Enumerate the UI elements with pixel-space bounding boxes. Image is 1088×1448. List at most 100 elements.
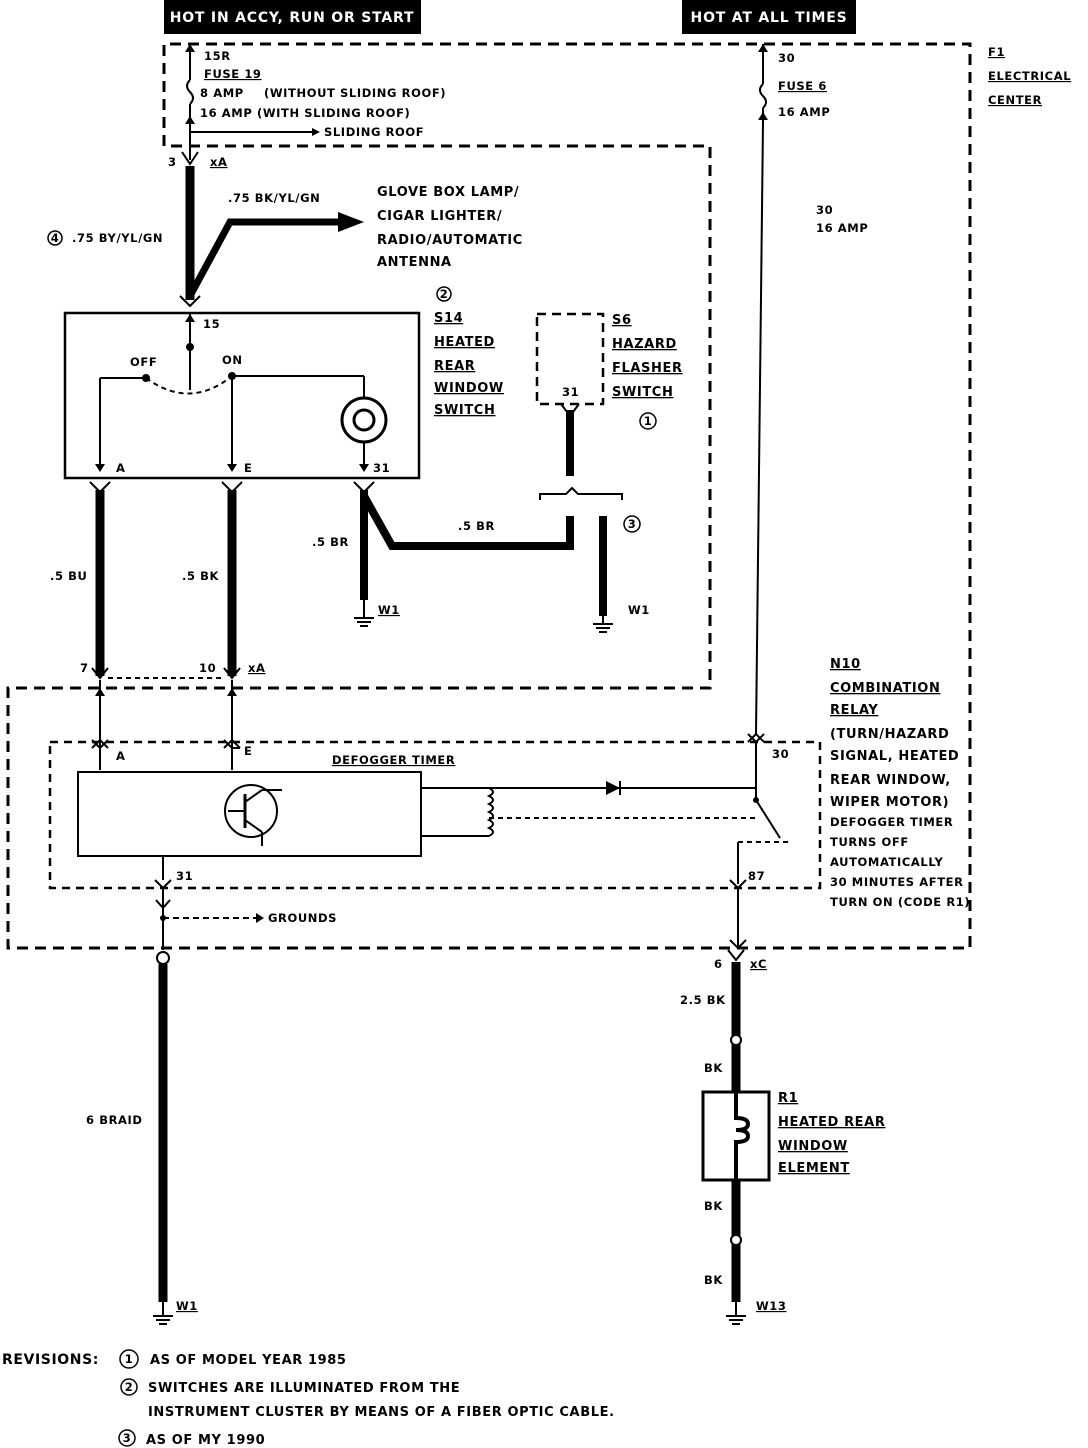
- svg-text:GLOVE BOX LAMP/: GLOVE BOX LAMP/: [377, 185, 519, 200]
- svg-text:A: A: [116, 461, 126, 475]
- svg-text:A: A: [116, 749, 126, 763]
- f1-label: F1 ELECTRICAL CENTER: [988, 45, 1071, 107]
- svg-text:1: 1: [125, 1352, 134, 1366]
- svg-text:8 AMP: 8 AMP: [200, 86, 244, 100]
- svg-text:DEFOGGER TIMER: DEFOGGER TIMER: [830, 815, 953, 829]
- n10-combination-relay-boundary: [48, 740, 822, 890]
- r1-circuit: 6 xC 2.5 BK BK BK BK W13: [680, 888, 787, 1325]
- svg-text:3: 3: [168, 155, 177, 169]
- svg-text:3: 3: [628, 517, 637, 531]
- svg-text:SWITCH: SWITCH: [612, 385, 673, 400]
- svg-text:S14: S14: [434, 311, 463, 326]
- svg-text:CIGAR LIGHTER/: CIGAR LIGHTER/: [377, 209, 502, 224]
- svg-text:E: E: [244, 744, 252, 758]
- svg-text:30 MINUTES AFTER: 30 MINUTES AFTER: [830, 875, 964, 889]
- r1-label: R1 HEATED REAR WINDOW ELEMENT: [778, 1091, 885, 1176]
- svg-text:31: 31: [562, 385, 579, 399]
- svg-text:1: 1: [644, 414, 653, 428]
- svg-text:16 AMP: 16 AMP: [816, 221, 868, 235]
- svg-text:HAZARD: HAZARD: [612, 337, 677, 352]
- svg-text:BK: BK: [704, 1273, 723, 1287]
- svg-text:HOT IN ACCY, RUN OR START: HOT IN ACCY, RUN OR START: [170, 10, 415, 26]
- svg-text:BK: BK: [704, 1061, 723, 1075]
- svg-text:GROUNDS: GROUNDS: [268, 911, 337, 925]
- svg-text:16 AMP: 16 AMP: [778, 105, 830, 119]
- svg-text:.5 BR: .5 BR: [458, 519, 495, 533]
- header-right: HOT AT ALL TIMES: [682, 0, 856, 34]
- svg-text:RELAY: RELAY: [830, 703, 878, 718]
- svg-text:REVISIONS:: REVISIONS:: [2, 1352, 99, 1368]
- svg-text:.5 BU: .5 BU: [50, 569, 87, 583]
- variant-bracket: [539, 486, 623, 500]
- wire-bu: .5 BU: [50, 481, 111, 676]
- svg-text:(TURN/HAZARD: (TURN/HAZARD: [830, 727, 949, 742]
- wire-branch-feed: [186, 218, 340, 298]
- svg-text:6: 6: [714, 957, 723, 971]
- svg-text:AS OF MY 1990: AS OF MY 1990: [146, 1433, 265, 1448]
- fuse-6: 30 FUSE 6 16 AMP: [755, 44, 830, 735]
- wire-bk: .5 BK: [182, 481, 243, 676]
- svg-text:7: 7: [80, 661, 89, 675]
- svg-text:ELECTRICAL: ELECTRICAL: [988, 69, 1071, 83]
- svg-text:REAR WINDOW,: REAR WINDOW,: [830, 773, 951, 788]
- mid-label: 30 16 AMP: [816, 203, 868, 235]
- svg-text:31: 31: [176, 869, 193, 883]
- svg-text:30: 30: [772, 747, 789, 761]
- wires-into-n10: [95, 680, 237, 770]
- svg-text:3: 3: [123, 1431, 132, 1445]
- svg-text:2: 2: [440, 287, 449, 301]
- svg-text:TURNS OFF: TURNS OFF: [830, 835, 909, 849]
- revisions: REVISIONS: 1 AS OF MODEL YEAR 1985 2 SWI…: [2, 1349, 615, 1448]
- svg-text:INSTRUMENT CLUSTER BY MEANS OF: INSTRUMENT CLUSTER BY MEANS OF A FIBER O…: [148, 1405, 615, 1420]
- svg-text:87: 87: [748, 869, 765, 883]
- svg-text:E: E: [244, 461, 252, 475]
- svg-text:SWITCHES ARE ILLUMINATED FROM: SWITCHES ARE ILLUMINATED FROM THE: [148, 1381, 460, 1396]
- s6-hazard-flasher-switch: 31 S6 HAZARD FLASHER SWITCH 1: [535, 312, 683, 476]
- svg-text:SLIDING ROOF: SLIDING ROOF: [324, 125, 424, 139]
- svg-text:15: 15: [203, 317, 220, 331]
- svg-text:W13: W13: [756, 1299, 787, 1313]
- svg-text:AS OF MODEL YEAR 1985: AS OF MODEL YEAR 1985: [150, 1353, 347, 1368]
- svg-text:R1: R1: [778, 1091, 798, 1106]
- svg-text:30: 30: [816, 203, 833, 217]
- svg-text:BK: BK: [704, 1199, 723, 1213]
- svg-text:xA: xA: [210, 155, 228, 169]
- ground-braid: 6 BRAID W1: [86, 888, 198, 1325]
- svg-text:COMBINATION: COMBINATION: [830, 681, 940, 696]
- svg-text:6 BRAID: 6 BRAID: [86, 1113, 143, 1127]
- svg-text:ELEMENT: ELEMENT: [778, 1161, 850, 1176]
- fuse-19: 15R FUSE 19 8 AMP (WITHOUT SLIDING ROOF)…: [185, 44, 446, 160]
- svg-text:AUTOMATICALLY: AUTOMATICALLY: [830, 855, 943, 869]
- svg-text:15R: 15R: [204, 49, 231, 63]
- svg-text:OFF: OFF: [130, 355, 157, 369]
- svg-text:SIGNAL, HEATED: SIGNAL, HEATED: [830, 749, 959, 764]
- svg-text:WINDOW: WINDOW: [778, 1139, 848, 1154]
- wire-main-label: 4 .75 BY/YL/GN: [47, 230, 163, 246]
- svg-text:W1: W1: [176, 1299, 198, 1313]
- connector-xa-mid: 7 10 xA: [80, 661, 265, 680]
- branch-destination: GLOVE BOX LAMP/ CIGAR LIGHTER/ RADIO/AUT…: [377, 185, 523, 270]
- svg-text:RADIO/AUTOMATIC: RADIO/AUTOMATIC: [377, 233, 523, 248]
- svg-text:WINDOW: WINDOW: [434, 381, 504, 396]
- svg-text:.5 BK: .5 BK: [182, 569, 220, 583]
- svg-text:FLASHER: FLASHER: [612, 361, 683, 376]
- wire-alt-ground: 3 W1: [593, 515, 650, 633]
- svg-text:30: 30: [778, 51, 795, 65]
- svg-text:HEATED: HEATED: [434, 335, 495, 350]
- svg-text:WIPER MOTOR): WIPER MOTOR): [830, 795, 949, 810]
- svg-text:2.5 BK: 2.5 BK: [680, 993, 726, 1007]
- svg-text:N10: N10: [830, 657, 861, 672]
- connector-xa-pin3: 3 xA: [168, 151, 228, 169]
- svg-text:W1: W1: [378, 603, 400, 617]
- svg-text:FUSE 19: FUSE 19: [204, 67, 262, 81]
- svg-text:W1: W1: [628, 603, 650, 617]
- svg-text:.5 BR: .5 BR: [312, 535, 349, 549]
- svg-text:S6: S6: [612, 313, 632, 328]
- s14-heated-rear-window-switch: 15 OFF ON A E 31 2 S14 HEATED REAR WINDO…: [63, 286, 504, 480]
- svg-text:.75 BY/YL/GN: .75 BY/YL/GN: [72, 231, 163, 245]
- defogger-timer: DEFOGGER TIMER A E 30 31 87: [77, 732, 790, 925]
- svg-text:TURN ON (CODE R1): TURN ON (CODE R1): [830, 895, 970, 909]
- svg-text:ANTENNA: ANTENNA: [377, 255, 452, 270]
